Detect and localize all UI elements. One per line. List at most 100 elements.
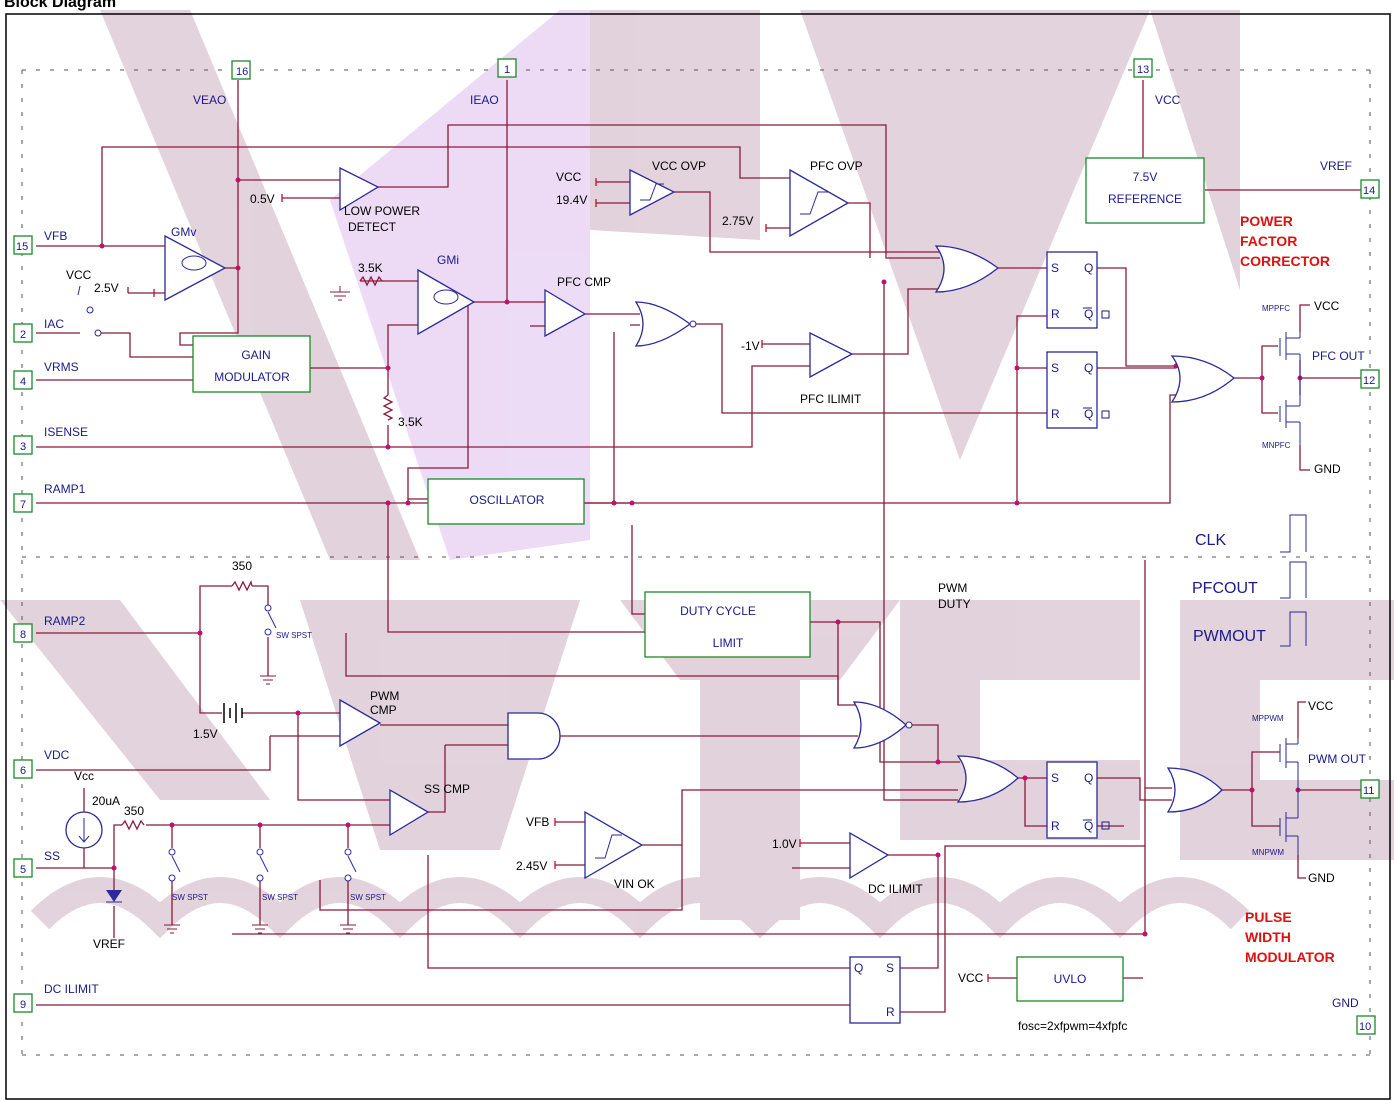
svg-text:2: 2 (20, 329, 26, 341)
svg-text:5: 5 (20, 864, 26, 876)
gmi-amplifier: GMi (417, 253, 476, 336)
pwm-and-gate (507, 712, 561, 760)
svg-text:3: 3 (20, 441, 26, 453)
svg-text:6: 6 (20, 765, 26, 777)
svg-text:SW SPST: SW SPST (262, 893, 298, 902)
svg-text:Vcc: Vcc (74, 769, 94, 783)
svg-text:Q: Q (1084, 361, 1093, 375)
svg-text:VCC: VCC (556, 170, 582, 184)
svg-text:PFCOUT: PFCOUT (1192, 580, 1258, 597)
svg-text:GMv: GMv (171, 225, 196, 239)
svg-text:MNPFC: MNPFC (1262, 441, 1291, 450)
svg-text:RAMP1: RAMP1 (44, 482, 86, 496)
pfc-driver-transistors (1279, 332, 1301, 445)
svg-text:MODULATOR: MODULATOR (214, 370, 290, 384)
svg-text:MPPWM: MPPWM (1252, 714, 1284, 723)
svg-text:IEAO: IEAO (470, 93, 499, 107)
svg-text:fosc=2xfpwm=4xfpfc: fosc=2xfpwm=4xfpfc (1018, 1019, 1127, 1033)
svg-text:350: 350 (232, 559, 252, 573)
svg-text:GND: GND (1332, 996, 1359, 1010)
dc-ilimit-flipflop: Q S R (849, 956, 901, 1024)
svg-text:Q: Q (1084, 407, 1093, 421)
svg-text:350: 350 (124, 804, 144, 818)
svg-text:CLK: CLK (1195, 532, 1226, 549)
reference-block: 7.5V REFERENCE (1085, 157, 1205, 224)
svg-text:1.5V: 1.5V (193, 727, 218, 741)
svg-text:19.4V: 19.4V (556, 193, 587, 207)
svg-text:VCC: VCC (1155, 93, 1181, 107)
svg-text:7.5V: 7.5V (1133, 170, 1158, 184)
svg-text:CMP: CMP (370, 703, 397, 717)
net-labels: VEAO IEAO VCC VREF VFB VCC IAC VRMS ISEN… (44, 93, 1367, 1010)
pfc-flipflop-2: S Q R Q (1046, 351, 1110, 429)
svg-text:2.5V: 2.5V (94, 281, 119, 295)
svg-text:VREF: VREF (93, 937, 125, 951)
svg-text:DC ILIMIT: DC ILIMIT (868, 882, 923, 896)
switches (77, 285, 357, 882)
ss-cmp-comparator: SS CMP (389, 782, 470, 837)
svg-text:VCC: VCC (958, 971, 984, 985)
svg-text:Q: Q (854, 961, 863, 975)
svg-text:0.5V: 0.5V (250, 192, 275, 206)
svg-text:10: 10 (1359, 1021, 1371, 1033)
pwm-or-gate-out (1166, 767, 1223, 813)
svg-text:R: R (1051, 819, 1060, 833)
gmv-amplifier: GMv (164, 225, 227, 302)
svg-text:20uA: 20uA (92, 794, 120, 808)
pfc-ovp-comparator: PFC OVP (789, 159, 863, 238)
svg-text:LIMIT: LIMIT (713, 636, 744, 650)
svg-text:PWMOUT: PWMOUT (1193, 628, 1266, 645)
svg-text:VFB: VFB (526, 815, 549, 829)
resistors (121, 275, 394, 831)
svg-text:2.45V: 2.45V (516, 859, 547, 873)
svg-text:11: 11 (1363, 785, 1374, 797)
ground-symbols (164, 286, 356, 934)
pin-boxes: 16 1 13 14 12 11 10 15 2 4 3 7 8 6 5 9 (13, 58, 1380, 1035)
svg-text:R: R (886, 1005, 895, 1019)
section-headings: POWER FACTOR CORRECTOR PULSE WIDTH MODUL… (1240, 213, 1335, 965)
svg-text:POWER: POWER (1240, 213, 1293, 229)
pfc-ilimit-comparator: PFC ILIMIT (800, 331, 862, 406)
component-labels: MPPFC MNPFC MPPWM MNPWM SW SPST SW SPST … (172, 304, 1291, 1033)
current-source (65, 811, 103, 849)
svg-text:S: S (1051, 361, 1059, 375)
svg-text:PWM OUT: PWM OUT (1308, 752, 1367, 766)
vin-ok-comparator: VIN OK (584, 810, 655, 891)
svg-text:3.5K: 3.5K (398, 415, 423, 429)
svg-text:UVLO: UVLO (1054, 972, 1087, 986)
svg-text:PULSE: PULSE (1245, 909, 1292, 925)
svg-text:VREF: VREF (1320, 159, 1352, 173)
voltage-markers (153, 178, 989, 982)
svg-text:Q: Q (1084, 771, 1093, 785)
timing-diagram: CLK PFCOUT PWMOUT (1192, 514, 1307, 647)
svg-text:1.0V: 1.0V (772, 837, 797, 851)
svg-text:PFC OVP: PFC OVP (810, 159, 863, 173)
svg-text:R: R (1051, 407, 1060, 421)
svg-text:VFB: VFB (44, 229, 67, 243)
svg-text:2.75V: 2.75V (722, 214, 753, 228)
svg-text:SS: SS (44, 849, 60, 863)
page-title: Block Diagram (4, 0, 117, 11)
svg-text:3.5K: 3.5K (358, 261, 383, 275)
svg-text:SW SPST: SW SPST (350, 893, 386, 902)
svg-text:CORRECTOR: CORRECTOR (1240, 253, 1330, 269)
svg-text:DC ILIMIT: DC ILIMIT (44, 982, 99, 996)
svg-text:VCC: VCC (1308, 699, 1334, 713)
vcc-ovp-comparator: VCC OVP (629, 159, 706, 217)
svg-text:DUTY: DUTY (938, 597, 971, 611)
svg-text:S: S (886, 961, 894, 975)
svg-text:FACTOR: FACTOR (1240, 233, 1297, 249)
svg-text:DUTY CYCLE: DUTY CYCLE (680, 604, 756, 618)
svg-text:-1V: -1V (741, 339, 760, 353)
pfc-or-gate-top (934, 245, 1000, 293)
pwm-nor-gate (852, 701, 913, 749)
svg-text:GND: GND (1308, 871, 1335, 885)
svg-text:ISENSE: ISENSE (44, 425, 88, 439)
svg-text:9: 9 (20, 999, 26, 1011)
svg-text:REFERENCE: REFERENCE (1108, 192, 1182, 206)
gain-modulator-block: GAIN MODULATOR (192, 335, 311, 393)
svg-text:SW SPST: SW SPST (276, 631, 312, 640)
svg-text:DETECT: DETECT (348, 220, 397, 234)
